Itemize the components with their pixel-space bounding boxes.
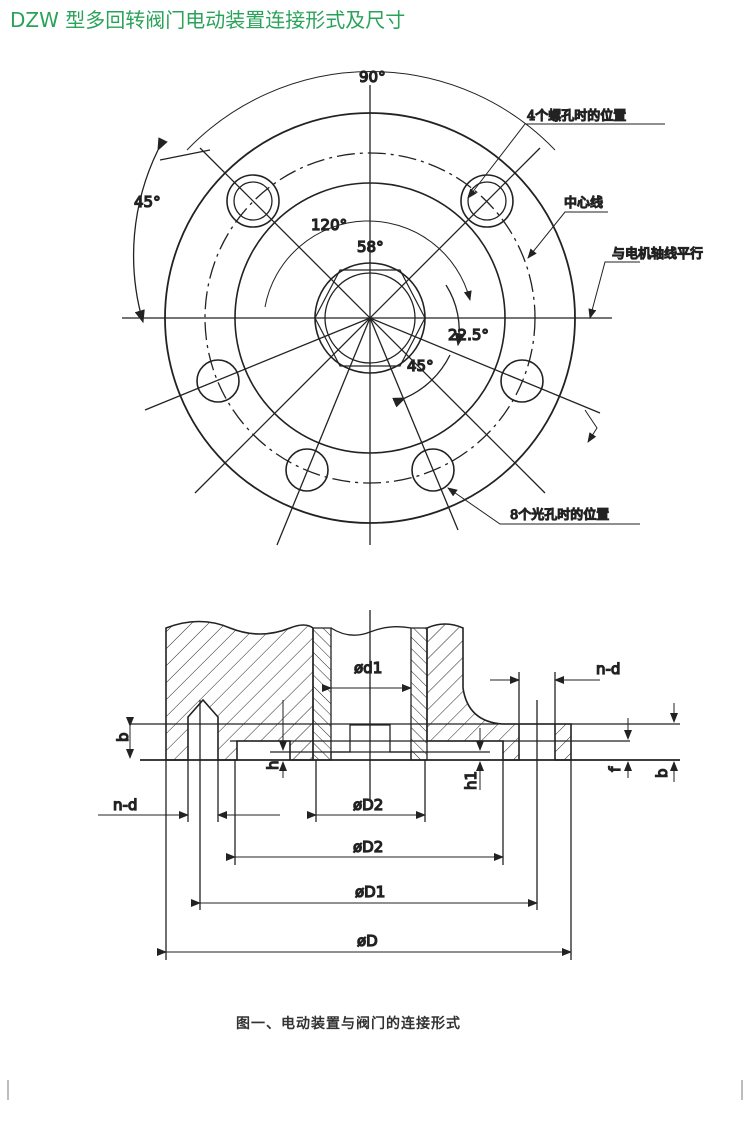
dim-D1: øD1 xyxy=(355,883,385,901)
dim-f: f xyxy=(606,766,624,772)
angle-120-label: 120° xyxy=(311,216,347,234)
dim-h: h xyxy=(264,760,282,770)
flange-top-view xyxy=(122,71,665,546)
dim-b-left: b xyxy=(114,732,132,742)
dim-n-d-right: n-d xyxy=(596,660,620,678)
dim-D2-upper: øD2 xyxy=(353,796,383,814)
angle-58-label: 58° xyxy=(357,238,384,256)
label-4-holes: 4个螺孔时的位置 xyxy=(527,108,626,124)
dim-n-d-left: n-d xyxy=(113,796,137,814)
page-title: DZW 型多回转阀门电动装置连接形式及尺寸 xyxy=(10,8,406,32)
angle-90-label: 90° xyxy=(359,68,386,86)
dim-D2-lower: øD2 xyxy=(353,838,383,856)
dim-h1: h1 xyxy=(462,771,480,790)
figure-caption: 图一、电动装置与阀门的连接形式 xyxy=(236,1016,461,1032)
label-parallel-motor-axis: 与电机轴线平行 xyxy=(612,247,703,262)
angle-22-5-label: 22.5° xyxy=(448,326,489,344)
dim-b-right: b xyxy=(653,768,671,778)
angle-45-bottom-label: 45° xyxy=(407,357,434,375)
dim-D: øD xyxy=(357,932,378,950)
dim-d1: ød1 xyxy=(354,659,382,677)
section-view xyxy=(98,610,680,960)
label-8-holes: 8个光孔时的位置 xyxy=(510,507,609,523)
angle-45-left-label: 45° xyxy=(134,193,161,211)
label-center-line: 中心线 xyxy=(564,196,603,211)
